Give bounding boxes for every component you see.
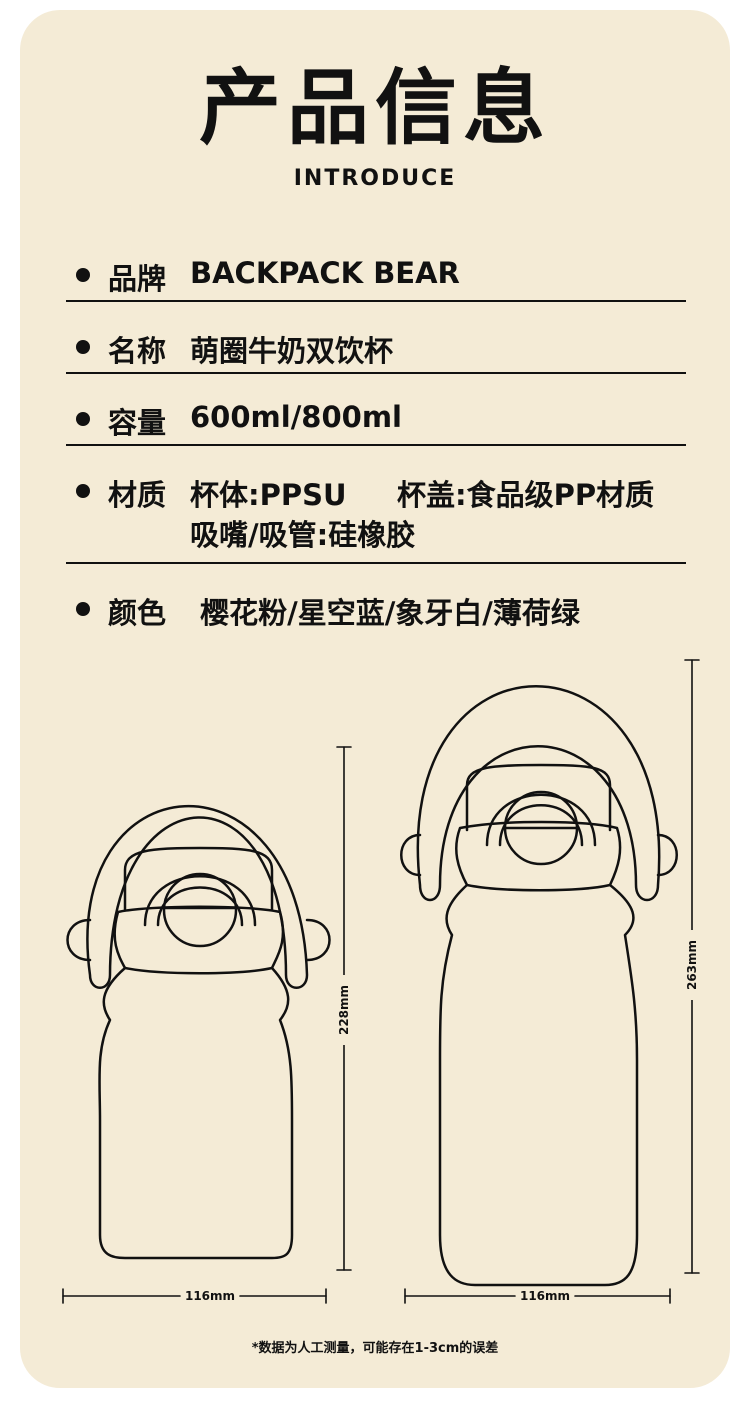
spec-label: 颜色	[108, 596, 167, 630]
measurement-note: *数据为人工测量，可能存在1-3cm的误差	[251, 1341, 499, 1356]
bullet-icon	[76, 268, 90, 282]
spec-label: 材质	[108, 478, 167, 512]
divider	[66, 300, 686, 302]
small-height-label: 228mm	[337, 985, 351, 1035]
spec-value: 樱花粉/星空蓝/象牙白/薄荷绿	[190, 596, 580, 630]
spec-label: 品牌	[108, 262, 167, 296]
spec-value: 杯体:PPSU 杯盖:食品级PP材质	[190, 478, 655, 512]
bullet-icon	[76, 412, 90, 426]
bullet-icon	[76, 340, 90, 354]
large-bottle-illustration	[400, 685, 678, 1287]
bullet-icon	[76, 484, 90, 498]
divider	[66, 444, 686, 446]
divider	[66, 372, 686, 374]
spec-value-line2: 吸嘴/吸管:硅橡胶	[190, 518, 416, 552]
page-title: 产品信息	[198, 61, 551, 156]
dimension-lines	[62, 659, 700, 1304]
large-height-label: 263mm	[685, 940, 699, 990]
page-subtitle: INTRODUCE	[293, 166, 457, 191]
bullet-icon	[76, 602, 90, 616]
spec-value: BACKPACK BEAR	[190, 256, 460, 290]
large-width-label: 116mm	[520, 1289, 570, 1303]
divider	[66, 562, 686, 564]
spec-value: 萌圈牛奶双饮杯	[190, 334, 394, 368]
spec-value: 600ml/800ml	[190, 400, 402, 434]
small-bottle-illustration	[66, 804, 331, 1260]
spec-label: 容量	[108, 406, 167, 440]
spec-label: 名称	[108, 334, 167, 368]
info-card	[20, 10, 730, 1388]
small-width-label: 116mm	[185, 1289, 235, 1303]
